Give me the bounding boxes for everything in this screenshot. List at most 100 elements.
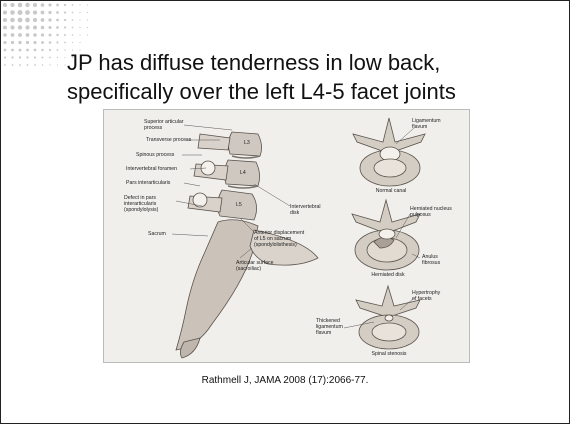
decorative-dot: [41, 11, 45, 15]
decorative-dot: [11, 33, 15, 37]
decorative-dot: [26, 41, 29, 44]
decorative-dot: [64, 11, 66, 13]
decorative-dot: [57, 49, 59, 51]
decorative-dot: [41, 41, 44, 44]
decorative-dot: [79, 34, 80, 35]
decorative-dot: [4, 64, 6, 66]
decorative-dot: [49, 57, 51, 59]
decorative-dot: [34, 64, 36, 66]
label-herniated-nucleus-pulposus: Herniated nucleus pulposus: [410, 206, 452, 218]
decorative-dot: [3, 3, 7, 7]
decorative-dot: [11, 41, 14, 44]
decorative-dot: [33, 41, 36, 44]
decorative-dot: [79, 19, 80, 20]
decorative-dot: [49, 64, 50, 65]
decorative-dot: [33, 3, 37, 7]
citation: Rathmell J, JAMA 2008 (17):2066-77.: [1, 375, 569, 386]
label-l3: L3: [244, 140, 250, 146]
decorative-dot: [25, 3, 29, 7]
label-herniated-disk: Herniated disk: [360, 272, 416, 278]
decorative-dot: [41, 56, 43, 58]
decorative-dot: [79, 4, 80, 5]
spine-anatomy-figure: Superior articular process Transverse pr…: [103, 109, 470, 363]
decorative-dot: [87, 19, 88, 20]
decorative-dot: [18, 33, 22, 37]
decorative-dot: [56, 41, 58, 43]
decorative-dot: [3, 33, 6, 36]
decorative-dot: [18, 41, 21, 44]
decorative-dot: [87, 34, 88, 35]
decorative-dot: [64, 49, 65, 50]
decorative-dot: [17, 10, 22, 15]
decorative-dot: [41, 49, 43, 51]
label-superior-articular-process: Superior articular process: [144, 119, 184, 131]
decorative-dot: [41, 26, 45, 30]
decorative-dot: [42, 64, 44, 66]
decorative-dot: [10, 10, 15, 15]
label-intervertebral-disk: Intervertebral disk: [290, 204, 321, 216]
decorative-dot: [26, 49, 29, 52]
decorative-dot: [10, 25, 14, 29]
decorative-dot: [25, 18, 30, 23]
decorative-dot: [64, 64, 65, 65]
decorative-dot: [3, 10, 7, 14]
decorative-dot: [3, 41, 6, 44]
decorative-dot: [64, 57, 65, 58]
label-defect-pars: Defect in pars interarticularis (spondyl…: [124, 195, 158, 213]
decorative-dot: [41, 18, 45, 22]
decorative-dot: [4, 56, 6, 58]
decorative-dot: [56, 34, 58, 36]
label-articular-surface: Articular surface (sacroiliac): [236, 260, 273, 272]
label-hypertrophy-of-facets: Hypertrophy of facets: [412, 290, 440, 302]
label-spinal-stenosis: Spinal stenosis: [362, 351, 416, 357]
decorative-dot: [49, 41, 52, 44]
decorative-dot: [26, 33, 30, 37]
decorative-dot: [64, 42, 66, 44]
label-ligamentum-flavum: Ligamentum flavum: [412, 118, 441, 130]
label-anulus-fibrosus: Anulus fibrosus: [422, 254, 440, 266]
decorative-dot: [56, 26, 59, 29]
decorative-dot: [25, 25, 29, 29]
decorative-dot: [48, 18, 51, 21]
decorative-dot: [48, 3, 51, 6]
decorative-dot: [49, 34, 52, 37]
decorative-dot: [11, 49, 14, 52]
label-pars-interarticularis: Pars interarticularis: [126, 180, 170, 186]
decorative-dot: [25, 10, 30, 15]
decorative-dot: [64, 34, 66, 36]
label-l4: L4: [240, 170, 246, 176]
label-sacrum: Sacrum: [148, 231, 166, 237]
decorative-dot: [19, 49, 22, 52]
decorative-dot: [18, 25, 22, 29]
label-spinous-process: Spinous process: [136, 152, 174, 158]
decorative-dot: [10, 3, 14, 7]
label-normal-canal: Normal canal: [366, 188, 416, 194]
decorative-dot: [72, 19, 74, 21]
decorative-dot: [19, 56, 21, 58]
decorative-dot: [48, 11, 51, 14]
decorative-dot: [64, 4, 66, 6]
decorative-dot: [79, 12, 80, 13]
label-transverse-process: Transverse process: [146, 137, 191, 143]
decorative-dot: [3, 18, 7, 22]
decorative-dot: [27, 64, 29, 66]
decorative-dot: [3, 26, 7, 30]
decorative-dot: [34, 49, 37, 52]
decorative-dot: [72, 34, 74, 36]
decorative-dot: [41, 3, 45, 7]
decorative-dot: [18, 18, 23, 23]
decorative-dot: [33, 33, 37, 37]
decorative-dot: [87, 12, 88, 13]
decorative-dot: [33, 10, 37, 14]
decorative-dot: [4, 49, 7, 52]
label-anterior-displacement: Anterior displacement of L5 on sacrum (s…: [254, 230, 304, 248]
decorative-dot: [12, 64, 14, 66]
decorative-dot: [26, 56, 28, 58]
decorative-dot: [72, 12, 74, 14]
decorative-dot: [57, 57, 58, 58]
decorative-dot: [18, 3, 23, 8]
label-intervertebral-foramen: Intervertebral foramen: [126, 166, 177, 172]
slide-title: JP has diffuse tenderness in low back, s…: [67, 48, 537, 106]
decorative-dot: [19, 64, 21, 66]
